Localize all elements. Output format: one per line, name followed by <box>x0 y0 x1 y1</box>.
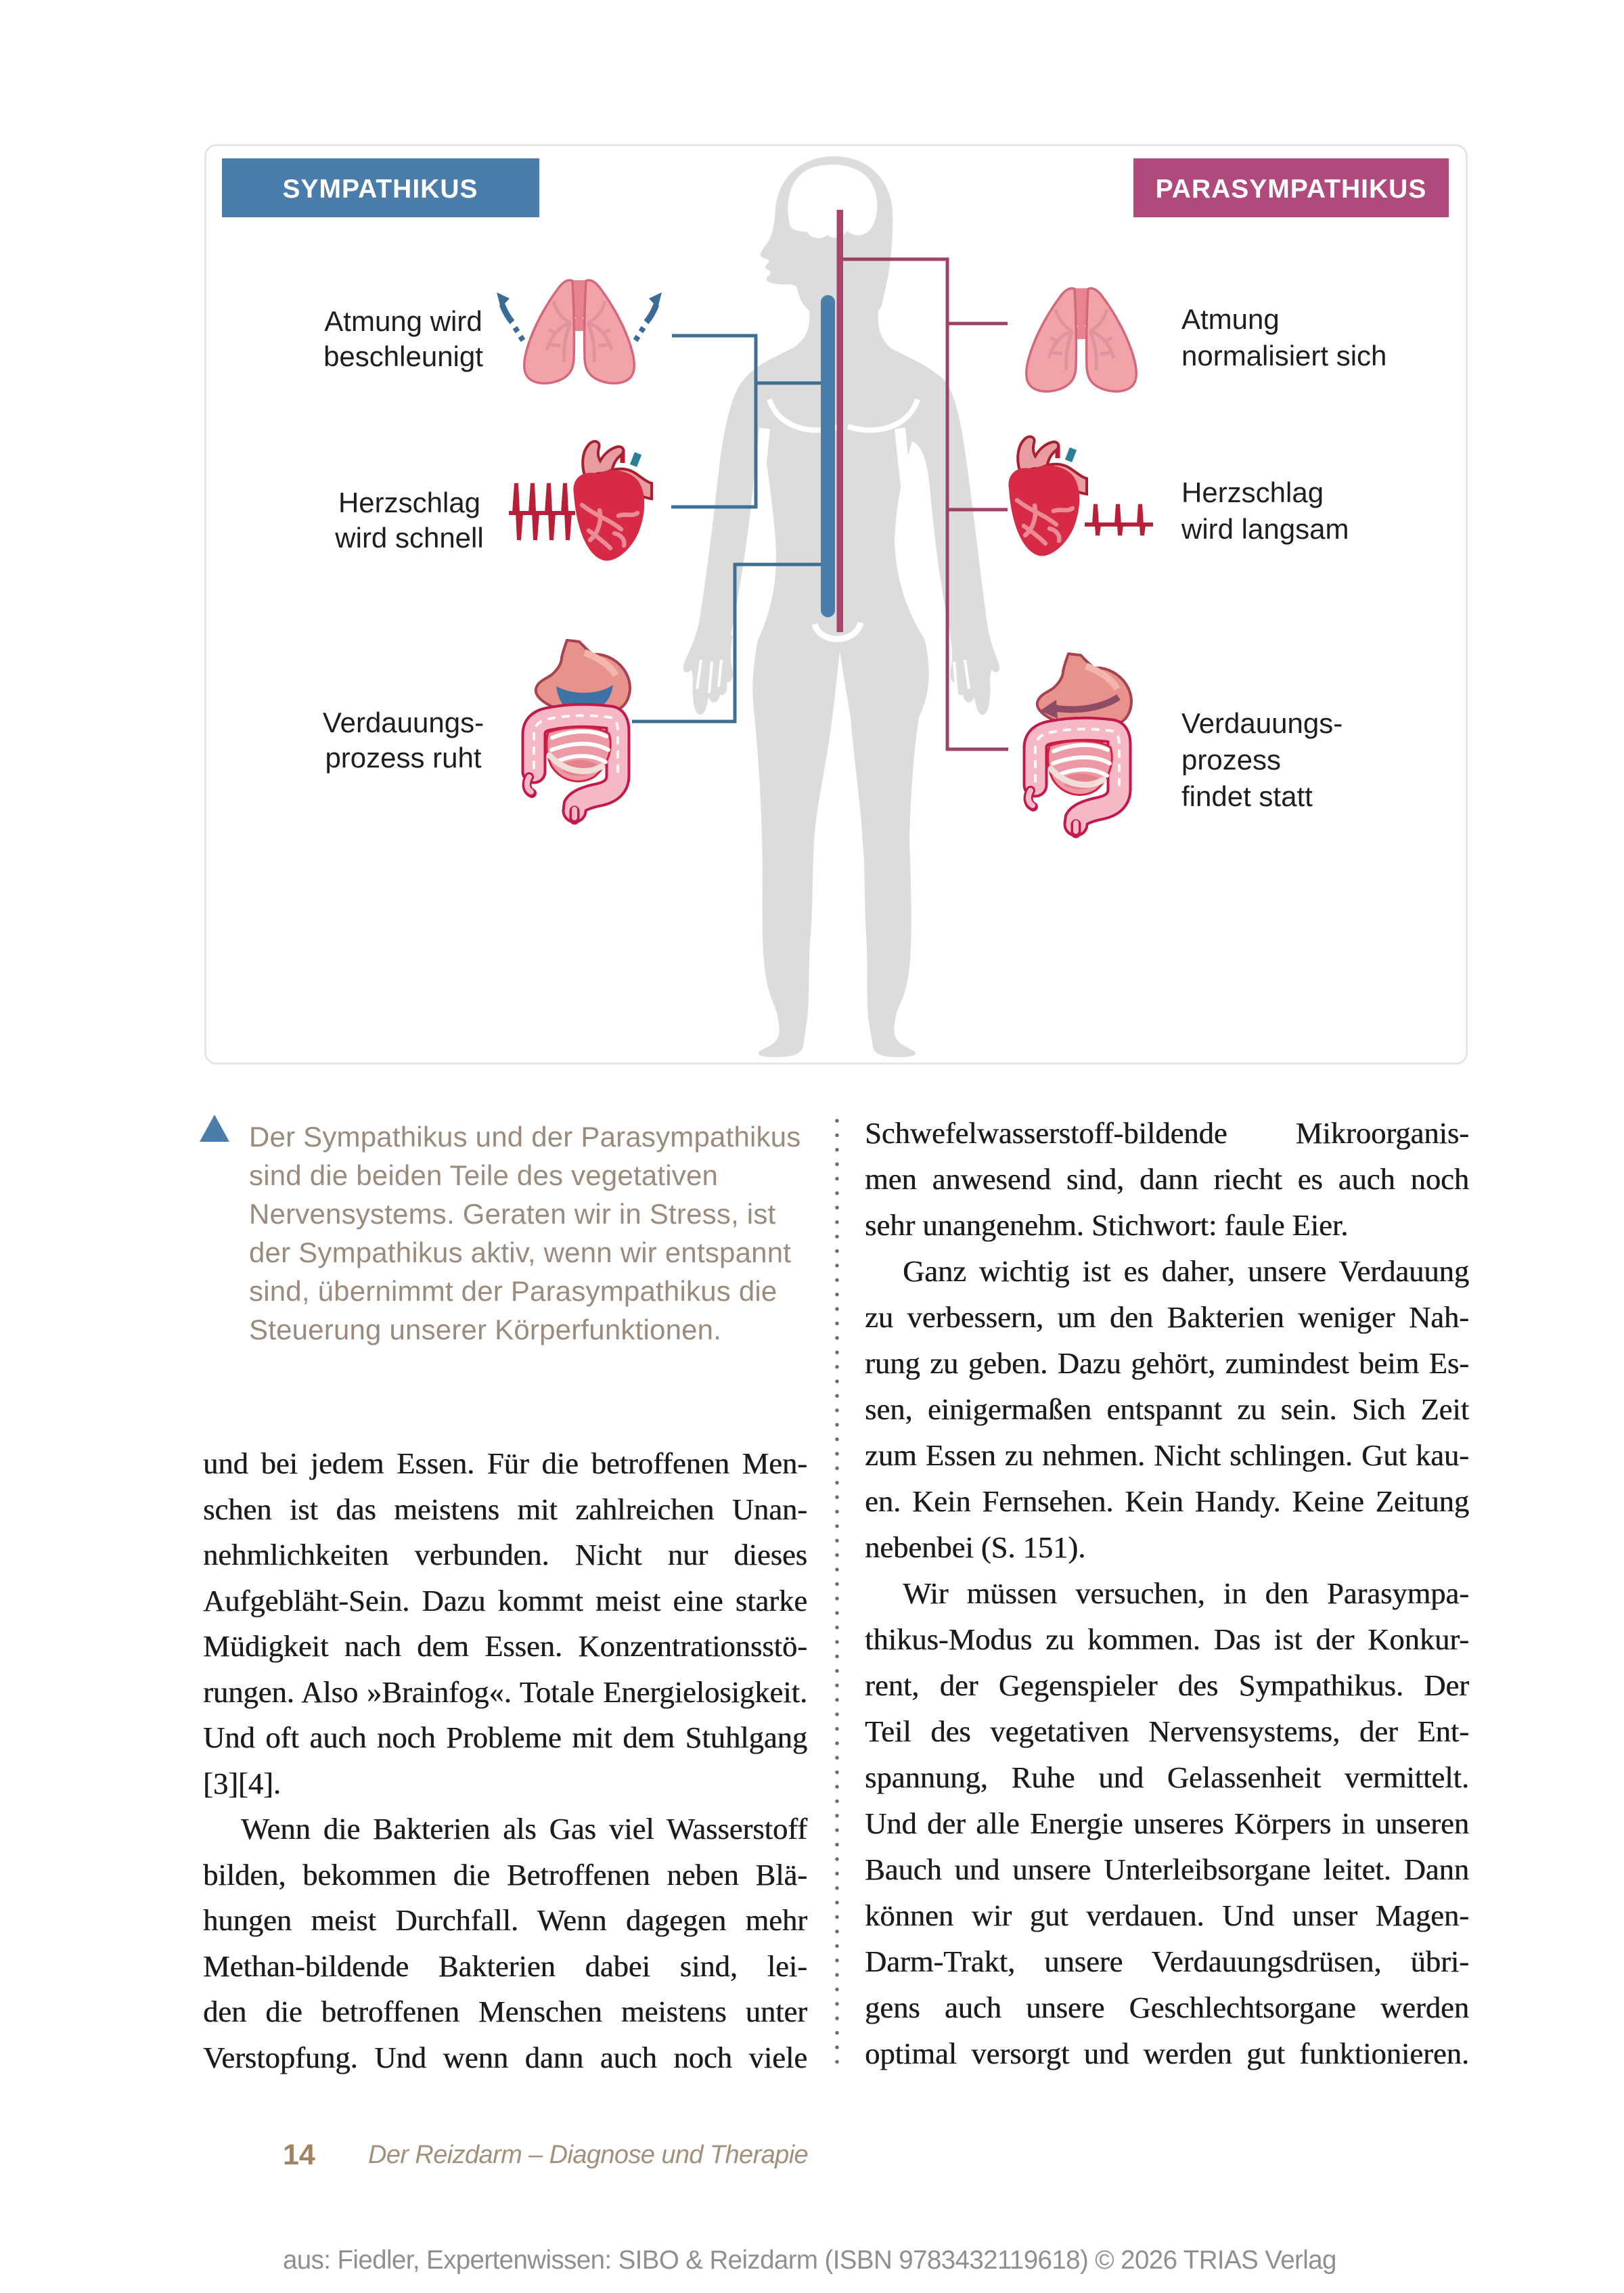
svg-text:PARASYMPATHIKUS: PARASYMPATHIKUS <box>1156 175 1427 204</box>
svg-text:beschleunigt: beschleunigt <box>323 340 483 372</box>
svg-text:Herzschlag: Herzschlag <box>338 487 480 518</box>
svg-text:Verdauungs-: Verdauungs- <box>1181 707 1343 739</box>
svg-text:findet statt: findet statt <box>1181 780 1313 812</box>
svg-text:Atmung wird: Atmung wird <box>324 305 482 337</box>
svg-text:normalisiert sich: normalisiert sich <box>1181 340 1386 372</box>
svg-text:wird langsam: wird langsam <box>1181 513 1349 545</box>
svg-text:Herzschlag: Herzschlag <box>1181 476 1324 508</box>
svg-text:prozess: prozess <box>1181 744 1281 776</box>
svg-text:Atmung: Atmung <box>1181 303 1280 335</box>
svg-text:prozess ruht: prozess ruht <box>325 742 481 774</box>
svg-text:Verdauungs-: Verdauungs- <box>323 707 484 738</box>
svg-text:SYMPATHIKUS: SYMPATHIKUS <box>282 175 478 204</box>
svg-text:wird schnell: wird schnell <box>334 522 483 554</box>
